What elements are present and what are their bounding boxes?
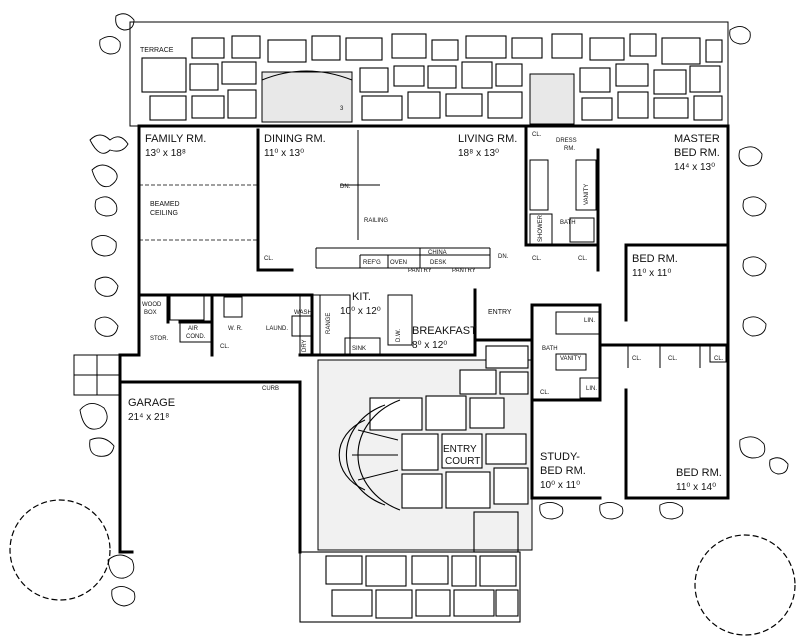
air-label: AIR — [188, 326, 199, 332]
bath-master-label: BATH — [560, 220, 576, 226]
range-label: RANGE — [326, 313, 332, 334]
family-room-label: FAMILY RM. — [145, 133, 206, 145]
tree-right — [694, 534, 796, 636]
living-room-label: LIVING RM. — [458, 133, 517, 145]
study-label-2: BED RM. — [540, 465, 586, 477]
cond-label: COND. — [186, 334, 206, 340]
linen-label-2: LIN. — [586, 386, 597, 392]
family-room-size: 13⁰ x 18⁸ — [145, 148, 186, 159]
oven-label: OVEN — [390, 260, 407, 266]
dryer-label: DRY — [302, 339, 308, 352]
shower-label: SHOWER — [538, 214, 544, 242]
master-bedroom-label: MASTER — [674, 133, 720, 145]
entry-court-label-2: COURT — [445, 456, 480, 467]
entry-court: ENTRY COURT — [317, 345, 533, 551]
closet-m2-label: CL. — [578, 256, 588, 262]
laundry-label: LAUND. — [266, 326, 288, 332]
wr-label: W. R. — [228, 326, 243, 332]
kitchen-label: KIT. — [352, 291, 371, 303]
tree-left — [9, 499, 111, 601]
garage-label: GARAGE — [128, 397, 175, 409]
room-labels: FAMILY RM. 13⁰ x 18⁸ DINING RM. 11⁰ x 13… — [128, 133, 722, 493]
master-bedroom-size: 14⁴ x 13⁰ — [674, 162, 715, 173]
pantry-label-2: PANTRY — [452, 268, 476, 274]
railing-label: RAILING — [364, 218, 388, 224]
dress-label: DRESS — [556, 138, 577, 144]
sink-label: SINK — [352, 346, 366, 352]
fixture-labels: BEAMED CEILING DN. DN. RAILING CL. CL. D… — [142, 132, 724, 396]
closet-b3-label: CL. — [714, 356, 724, 362]
exterior-walls — [118, 124, 730, 554]
storage-label: STOR. — [150, 336, 169, 342]
landscaping — [9, 13, 796, 636]
bedroom-1-label: BED RM. — [632, 253, 678, 265]
entry-label: ENTRY — [488, 309, 512, 316]
bedroom-1-size: 11⁰ x 11⁰ — [632, 268, 671, 279]
ceiling-label: CEILING — [150, 210, 178, 217]
closet-family-label: CL. — [264, 256, 274, 262]
front-walkway — [299, 511, 521, 623]
washer-label: WASH — [294, 310, 312, 316]
terrace-label: TERRACE — [140, 47, 174, 54]
entry-court-label: ENTRY — [443, 444, 477, 455]
china-label: CHINA — [428, 250, 447, 256]
number-label: 3 — [340, 106, 344, 112]
box-label: BOX — [144, 310, 157, 316]
down-stairs-label: DN. — [340, 184, 351, 190]
vanity-2-label: VANITY — [560, 356, 581, 362]
closet-b2-label: CL. — [668, 356, 678, 362]
kitchen-size: 10⁰ x 12⁰ — [340, 306, 381, 317]
closet-m1-label: CL. — [532, 256, 542, 262]
dining-room-label: DINING RM. — [264, 133, 326, 145]
terrace-paving: TERRACE 3 — [129, 21, 729, 127]
bath-2-label: BATH — [542, 346, 558, 352]
living-room-size: 18⁸ x 13⁰ — [458, 148, 499, 159]
linen-label-1: LIN. — [584, 318, 595, 324]
closet-study-label: CL. — [540, 390, 550, 396]
desk-label: DESK — [430, 260, 446, 266]
dishwasher-label: D.W. — [396, 329, 402, 342]
curb-label: CURB — [262, 386, 279, 392]
pantry-label-1: PANTRY — [408, 268, 432, 274]
wood-label: WOOD — [142, 302, 162, 308]
master-bedroom-label-2: BED RM. — [674, 147, 720, 159]
bedroom-2-label: BED RM. — [676, 467, 722, 479]
beamed-label: BEAMED — [150, 201, 180, 208]
dress-label-2: RM. — [564, 146, 575, 152]
down-stairs-label-2: DN. — [498, 254, 509, 260]
study-label: STUDY- — [540, 451, 580, 463]
breakfast-size: 8⁰ x 12⁰ — [412, 340, 447, 351]
closet-master-label: CL. — [532, 132, 542, 138]
breakfast-label: BREAKFAST — [412, 325, 477, 337]
garage-size: 21⁴ x 21⁸ — [128, 412, 169, 423]
dining-room-size: 11⁰ x 13⁰ — [264, 148, 304, 159]
garage-side-block — [73, 354, 121, 396]
study-size: 10⁰ x 11⁰ — [540, 480, 580, 491]
closet-b1-label: CL. — [632, 356, 642, 362]
closet-wr-label: CL. — [220, 344, 230, 350]
refrigerator-label: REF'G — [363, 260, 381, 266]
vanity-master-label: VANITY — [584, 184, 590, 205]
interior-details — [139, 130, 727, 399]
bedroom-2-size: 11⁰ x 14⁰ — [676, 482, 716, 493]
